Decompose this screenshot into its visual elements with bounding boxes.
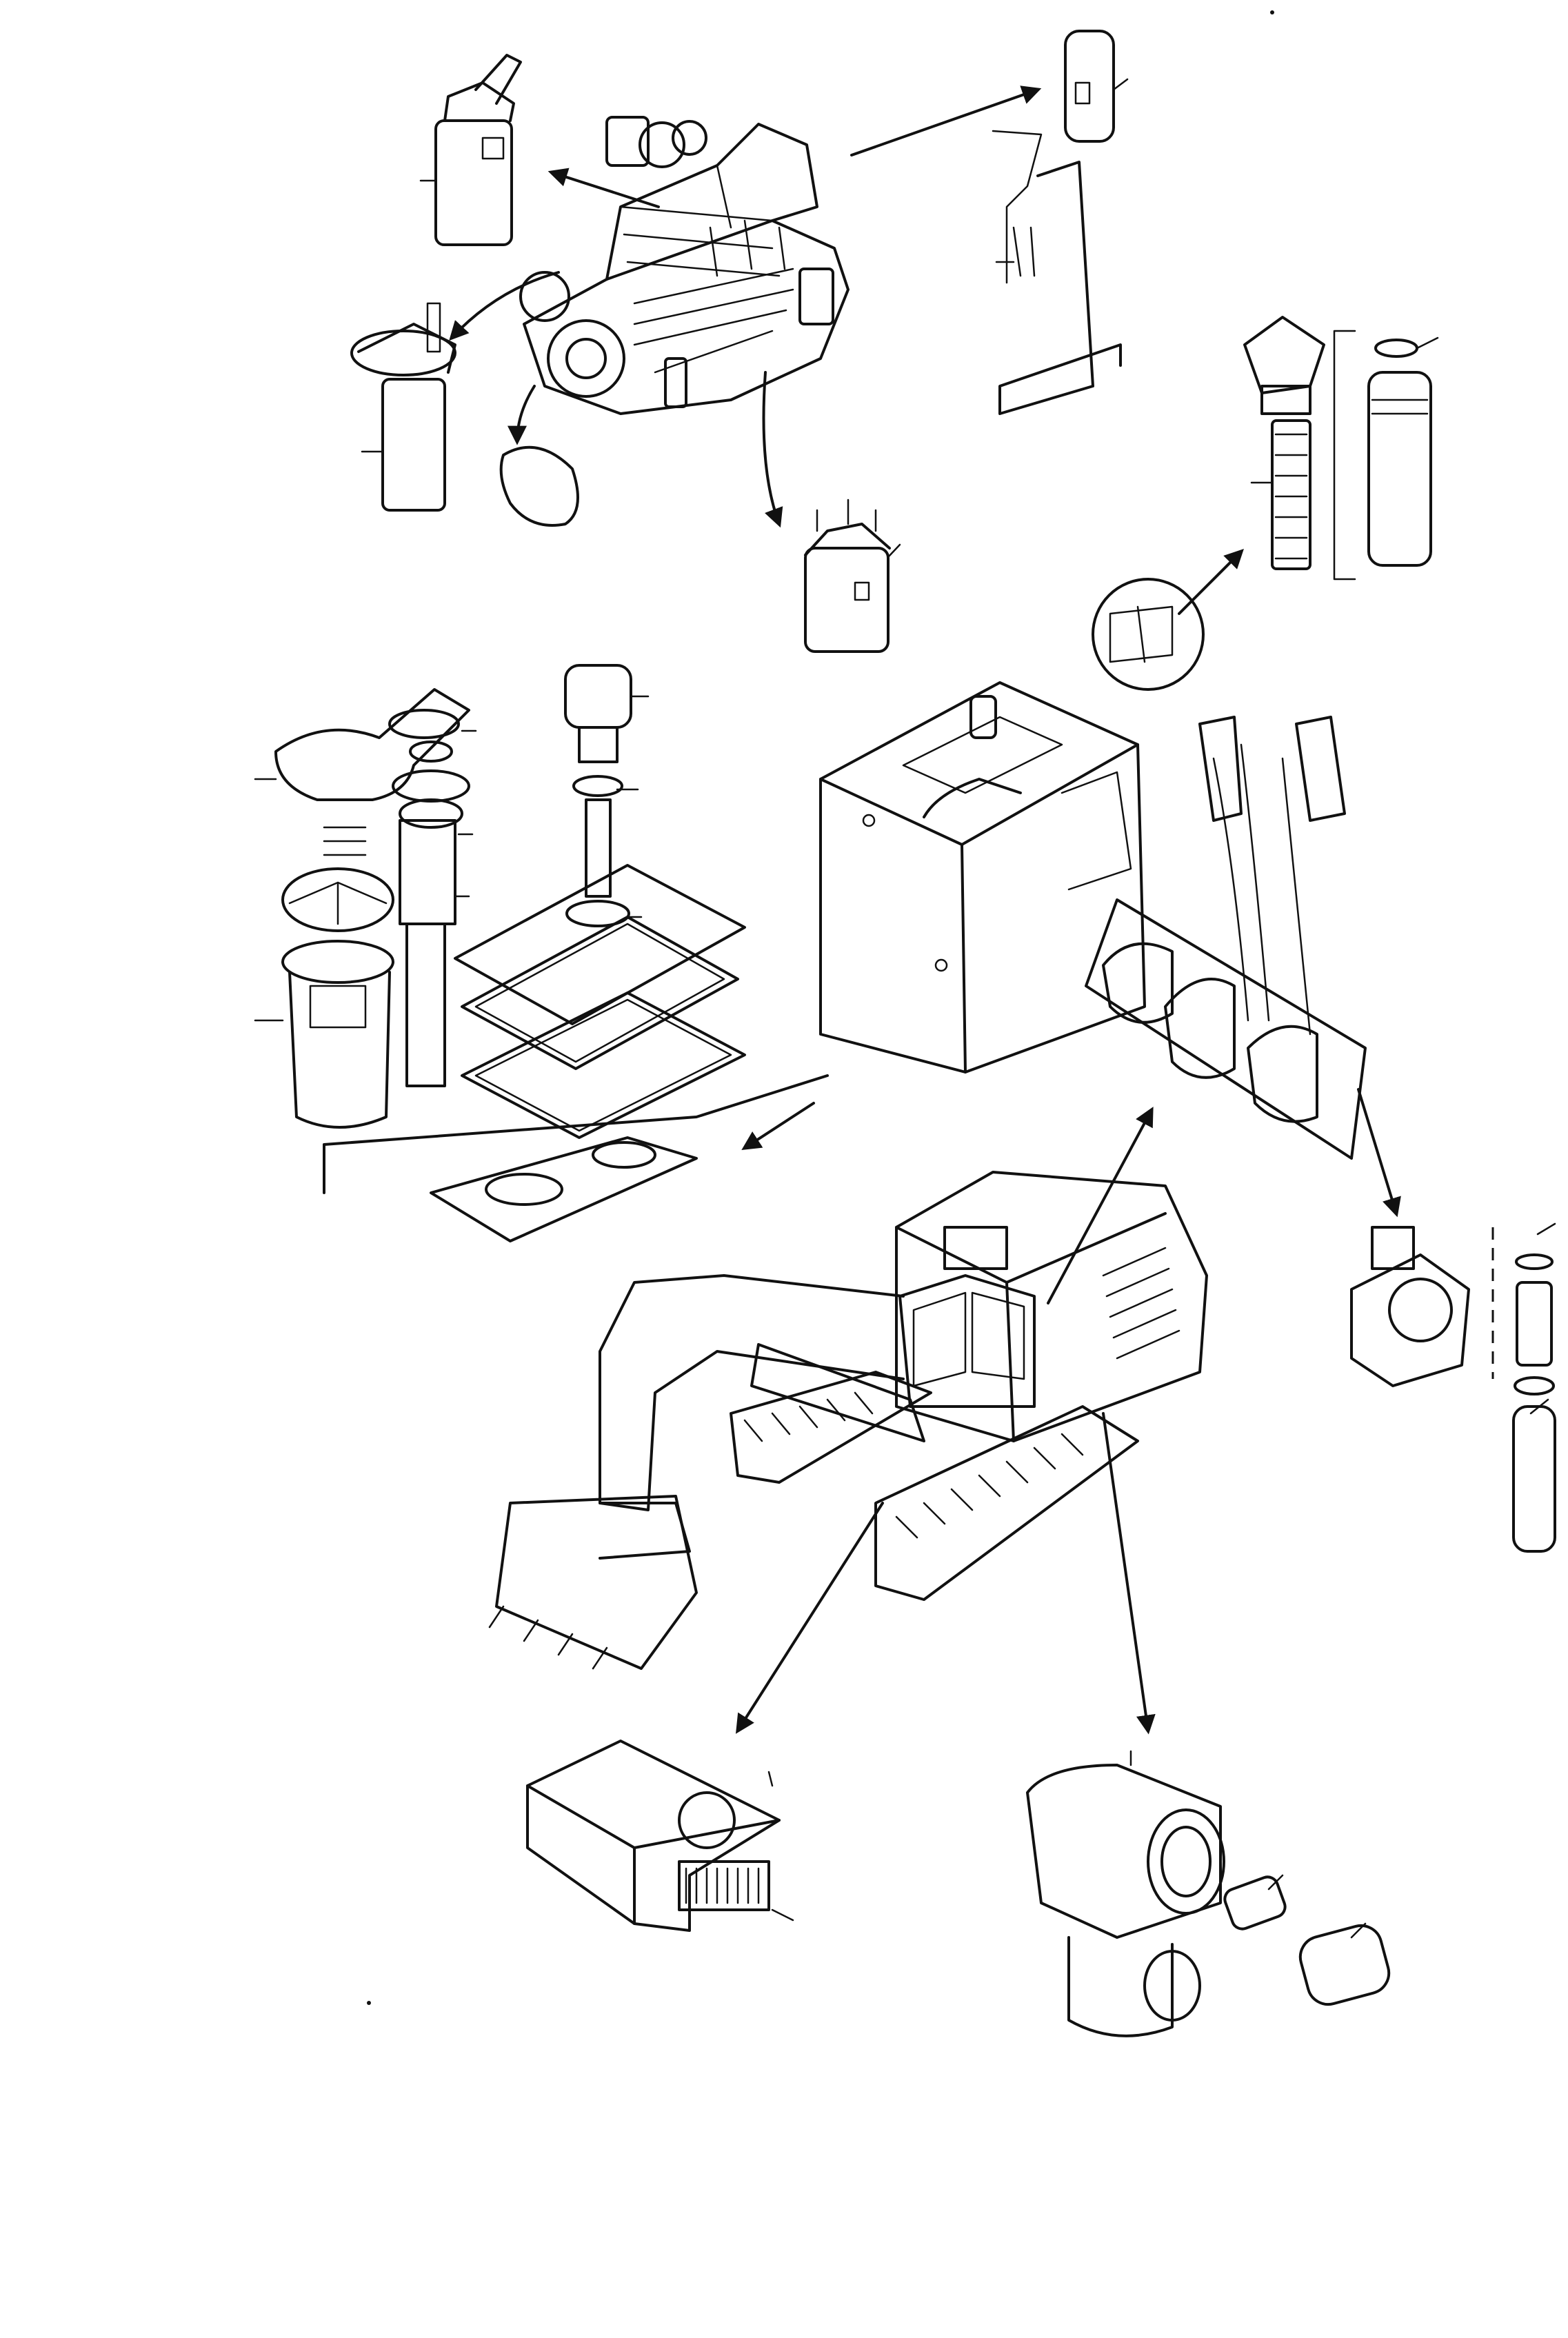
belt-icon [499, 445, 579, 527]
fuel-filter-icon [350, 302, 456, 512]
spin-on-filter-icon [804, 498, 901, 653]
front-shovel-excavator-icon [488, 1171, 1208, 1670]
tank-icon [819, 681, 1146, 1074]
coolant-filter-icon [992, 30, 1129, 415]
air-cleaner-icon [1026, 1750, 1391, 2037]
valve-block-icon [1085, 716, 1367, 1160]
pressure-filter-icon [1092, 316, 1439, 691]
tank-cover-icon [323, 864, 829, 1242]
return-filter-icon [254, 664, 650, 1129]
air-conditioner-filter-icon [526, 1740, 794, 1932]
pump-filter-icon [1350, 1222, 1556, 1553]
oil-filter-icon [419, 54, 522, 246]
engine-assembly-icon [519, 116, 850, 415]
